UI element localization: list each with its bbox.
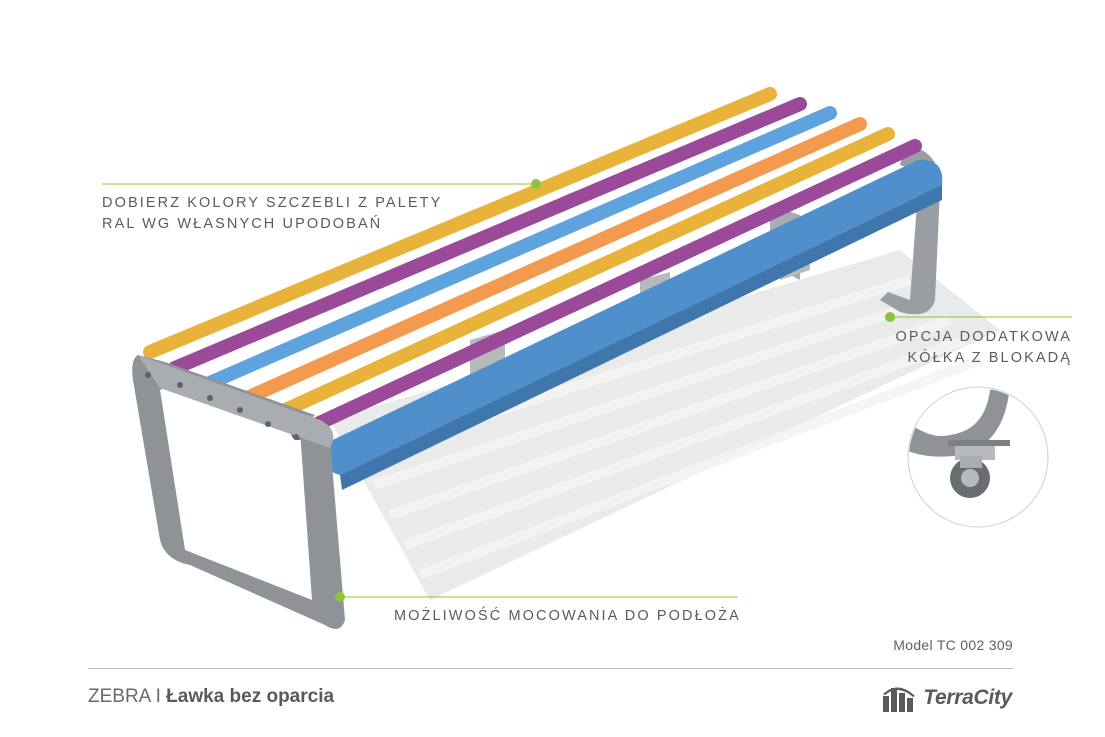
model-number: Model TC 002 309	[893, 637, 1013, 653]
leader-dot-colors	[531, 179, 541, 189]
wheel-detail-inset	[907, 386, 1049, 528]
bench-slats	[143, 87, 943, 490]
title-separator: I	[155, 686, 161, 707]
annotation-wheels-line1: OPCJA DODATKOWA	[895, 329, 1072, 345]
leader-dot-mount	[335, 592, 345, 602]
brand-logo: TerraCity	[883, 684, 1012, 712]
annotation-colors-line2: RAL WG WŁASNYCH UPODOBAŃ	[102, 216, 383, 232]
product-name: ZEBRA	[88, 686, 151, 707]
annotation-colors-line1: DOBIERZ KOLORY SZCZEBLI Z PALETY	[102, 195, 443, 211]
slat-blue-1	[198, 106, 837, 392]
slat-yellow-1	[143, 87, 777, 359]
brand-name: TerraCity	[923, 686, 1012, 709]
leader-dot-wheels	[885, 312, 895, 322]
product-type: Ławka bez oparcia	[166, 686, 335, 707]
annotation-wheels-line2: KÓŁKA Z BLOKADĄ	[907, 350, 1072, 366]
slat-yellow-2	[261, 127, 895, 425]
slat-orange	[231, 117, 867, 409]
terracity-logo-icon	[883, 687, 916, 712]
annotation-mount: MOŻLIWOŚĆ MOCOWANIA DO PODŁOŻA	[394, 608, 741, 624]
footer-title: ZEBRA I Ławka bez oparcia	[88, 686, 334, 708]
slat-purple-2	[291, 139, 922, 440]
slat-blue-front	[318, 159, 943, 476]
annotation-wheels: OPCJA DODATKOWA KÓŁKA Z BLOKADĄ	[895, 327, 1072, 369]
slat-purple-1	[168, 97, 807, 375]
annotation-leaders	[102, 183, 1072, 598]
footer-divider	[88, 668, 1013, 669]
annotation-colors: DOBIERZ KOLORY SZCZEBLI Z PALETY RAL WG …	[102, 193, 442, 235]
bench-frame-front	[132, 355, 345, 629]
